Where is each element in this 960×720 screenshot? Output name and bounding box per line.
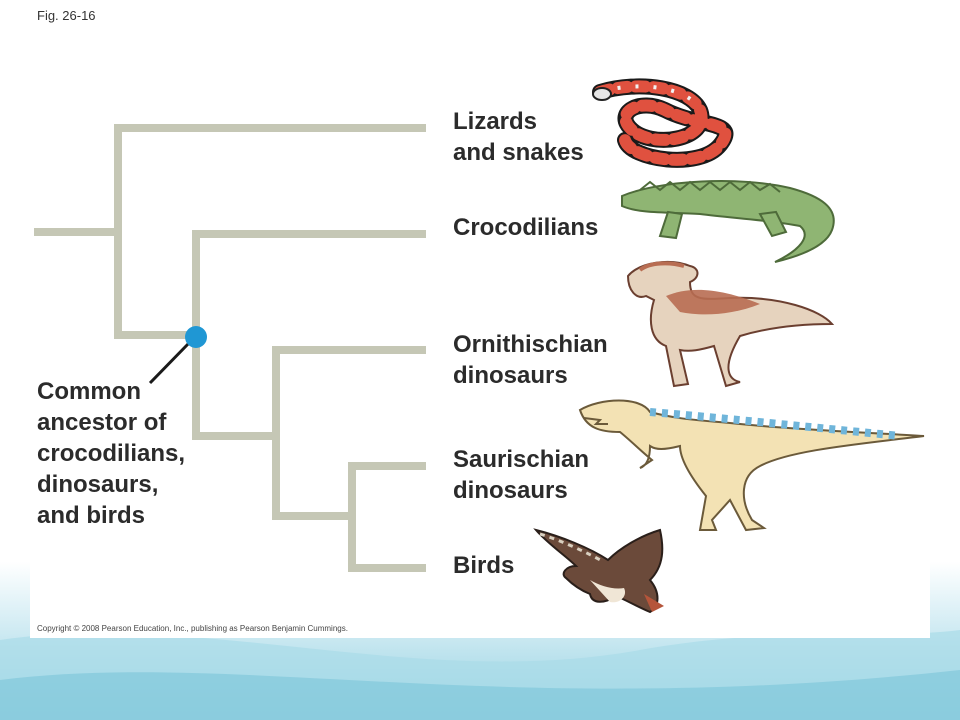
diagram-panel	[30, 82, 930, 638]
taxon-label-birds: Birds	[453, 552, 515, 579]
taxon-label-ornithischian: Ornithischian dinosaurs	[453, 331, 608, 389]
common-ancestor-node	[185, 326, 207, 348]
theropod-dinosaur-icon	[578, 399, 925, 532]
taxon-label-lizards-snakes: Lizards and snakes	[453, 108, 584, 166]
copyright-notice: Copyright © 2008 Pearson Education, Inc.…	[37, 624, 348, 633]
crocodile-icon	[621, 180, 835, 263]
hawk-icon	[533, 528, 664, 614]
taxon-label-saurischian: Saurischian dinosaurs	[453, 446, 590, 504]
ornithischian-dinosaur-icon	[626, 260, 835, 388]
common-ancestor-label: Common ancestor of crocodilians, dinosau…	[37, 378, 186, 529]
taxon-label-crocodilians: Crocodilians	[453, 214, 599, 241]
ancestor-pointer-line	[148, 341, 191, 385]
figure-label: Fig. 26-16	[37, 8, 96, 23]
snake-icon	[592, 78, 734, 168]
